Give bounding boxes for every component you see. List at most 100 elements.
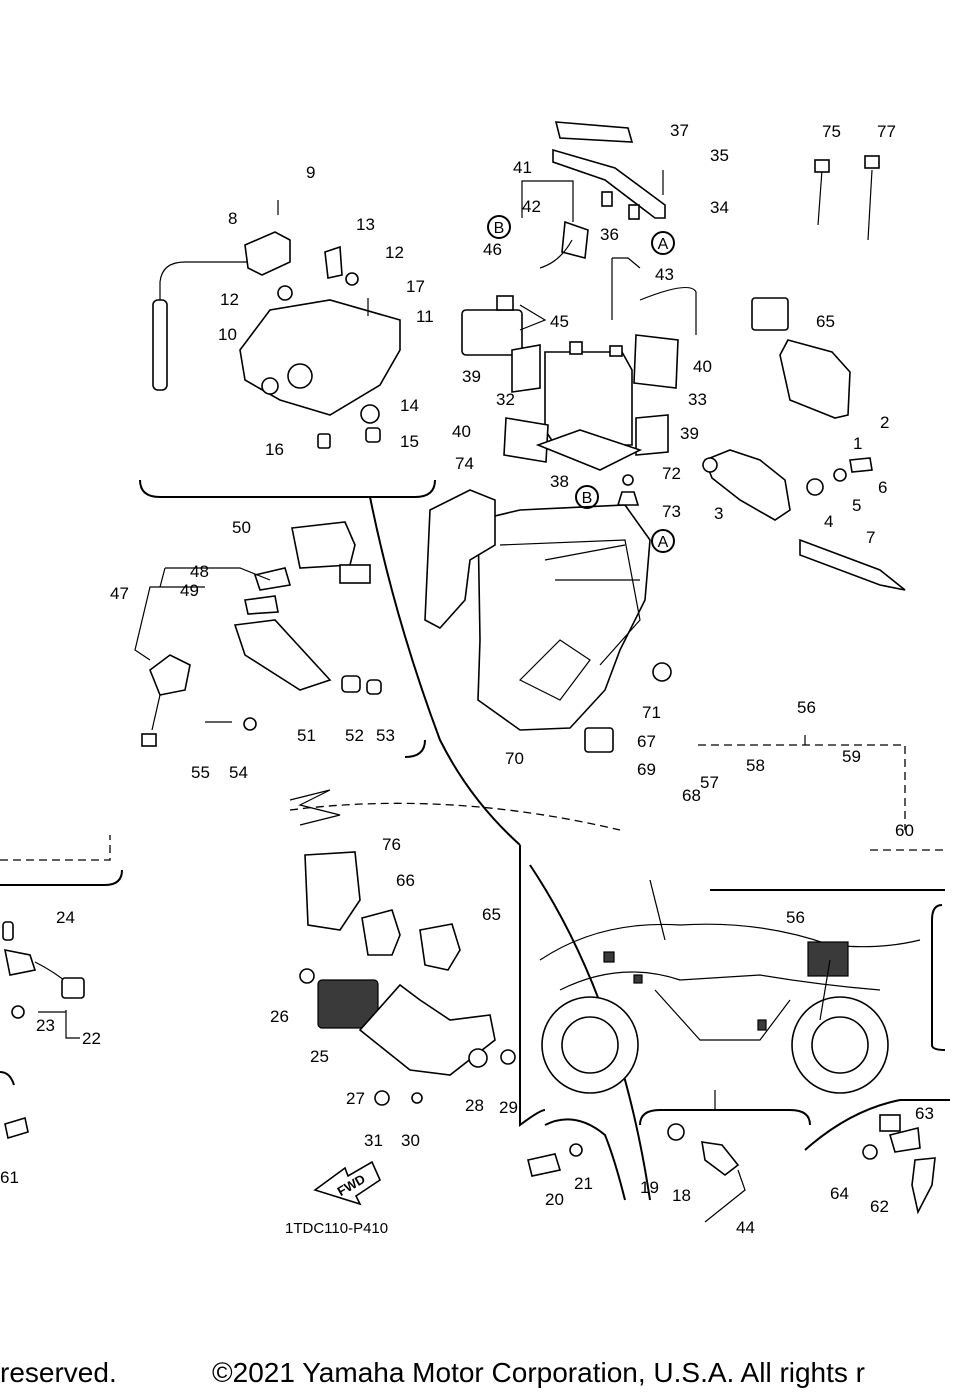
callout-65b: 65 — [482, 905, 501, 924]
callout-63: 63 — [915, 1104, 934, 1123]
callout-72: 72 — [662, 464, 681, 483]
callout-61: 61 — [0, 1168, 19, 1187]
callout-19: 19 — [640, 1178, 659, 1197]
callout-60: 60 — [895, 821, 914, 840]
callout-2: 2 — [880, 413, 889, 432]
diagram-code: 1TDC110-P410 — [285, 1220, 389, 1237]
ref-b-top: B — [494, 220, 505, 237]
callout-52: 52 — [345, 726, 364, 745]
callout-4: 4 — [824, 512, 833, 531]
callout-56a: 56 — [797, 698, 816, 717]
relay-ecu-assembly — [702, 155, 906, 591]
callout-73: 73 — [662, 502, 681, 521]
atv-illustration — [539, 879, 921, 1094]
callout-69: 69 — [637, 760, 656, 779]
rectifier-assembly — [299, 851, 516, 1106]
callout-3: 3 — [714, 504, 723, 523]
callout-62: 62 — [870, 1197, 889, 1216]
callout-67: 67 — [637, 732, 656, 751]
callout-57: 57 — [700, 773, 719, 792]
callout-24: 24 — [56, 908, 75, 927]
callout-18: 18 — [672, 1186, 691, 1205]
callout-36: 36 — [600, 225, 619, 244]
callout-43: 43 — [655, 265, 674, 284]
callout-53: 53 — [376, 726, 395, 745]
callout-75: 75 — [822, 122, 841, 141]
callout-37: 37 — [670, 121, 689, 140]
callout-56b: 56 — [786, 908, 805, 927]
callout-20: 20 — [545, 1190, 564, 1209]
callout-7: 7 — [866, 528, 875, 547]
callout-29: 29 — [499, 1098, 518, 1117]
ref-a-top: A — [658, 236, 669, 253]
callout-30: 30 — [401, 1131, 420, 1150]
callout-8: 8 — [228, 209, 237, 228]
callout-68: 68 — [682, 786, 701, 805]
callout-40a: 40 — [452, 422, 471, 441]
callout-41: 41 — [513, 158, 532, 177]
callout-21: 21 — [574, 1174, 593, 1193]
callout-77: 77 — [877, 122, 896, 141]
callout-51: 51 — [297, 726, 316, 745]
fwd-arrow: FWD — [313, 1160, 382, 1206]
callout-65a: 65 — [816, 312, 835, 331]
sensor-assembly — [2, 921, 85, 1140]
callout-27: 27 — [346, 1089, 365, 1108]
ref-a-box: A — [658, 534, 669, 551]
callout-17: 17 — [406, 277, 425, 296]
callout-58: 58 — [746, 756, 765, 775]
copyright-fragment: reserved. — [0, 1357, 117, 1388]
callout-1: 1 — [853, 434, 862, 453]
callout-70: 70 — [505, 749, 524, 768]
battery-assembly — [424, 121, 697, 753]
callout-38: 38 — [550, 472, 569, 491]
callout-31: 31 — [364, 1131, 383, 1150]
callout-13: 13 — [356, 215, 375, 234]
callout-9: 9 — [306, 163, 315, 182]
bottom-sensors — [527, 1114, 936, 1223]
callout-34: 34 — [710, 198, 729, 217]
callout-10: 10 — [218, 325, 237, 344]
callout-39b: 39 — [680, 424, 699, 443]
main-switch-assembly — [141, 521, 382, 747]
callout-55: 55 — [191, 763, 210, 782]
callout-44: 44 — [736, 1218, 755, 1237]
callouts: 1 2 3 4 5 6 7 8 9 10 11 12 12 13 14 15 1… — [0, 121, 934, 1237]
callout-59: 59 — [842, 747, 861, 766]
ref-b-box: B — [582, 490, 593, 507]
callout-14: 14 — [400, 396, 419, 415]
callout-74: 74 — [455, 454, 474, 473]
callout-5: 5 — [852, 496, 861, 515]
callout-26: 26 — [270, 1007, 289, 1026]
callout-6: 6 — [878, 478, 887, 497]
callout-66: 66 — [396, 871, 415, 890]
callout-16: 16 — [265, 440, 284, 459]
callout-35: 35 — [710, 146, 729, 165]
callout-28: 28 — [465, 1096, 484, 1115]
copyright-notice: ©2021 Yamaha Motor Corporation, U.S.A. A… — [212, 1357, 866, 1388]
callout-42: 42 — [522, 197, 541, 216]
callout-48: 48 — [190, 562, 209, 581]
callout-76: 76 — [382, 835, 401, 854]
callout-15: 15 — [400, 432, 419, 451]
callout-46: 46 — [483, 240, 502, 259]
callout-45: 45 — [550, 312, 569, 331]
callout-25: 25 — [310, 1047, 329, 1066]
reference-markers: B B A A — [487, 215, 675, 553]
panel-frames — [0, 479, 950, 1201]
leader-lines — [38, 180, 831, 1039]
callout-71: 71 — [642, 703, 661, 722]
callout-11: 11 — [416, 307, 434, 326]
callout-49: 49 — [180, 581, 199, 600]
callout-12a: 12 — [220, 290, 239, 309]
callout-54: 54 — [229, 763, 248, 782]
callout-22: 22 — [82, 1029, 101, 1048]
callout-23: 23 — [36, 1016, 55, 1035]
callout-33: 33 — [688, 390, 707, 409]
callout-64: 64 — [830, 1184, 849, 1203]
callout-47: 47 — [110, 584, 129, 603]
callout-32: 32 — [496, 390, 515, 409]
callout-39a: 39 — [462, 367, 481, 386]
callout-12b: 12 — [385, 243, 404, 262]
